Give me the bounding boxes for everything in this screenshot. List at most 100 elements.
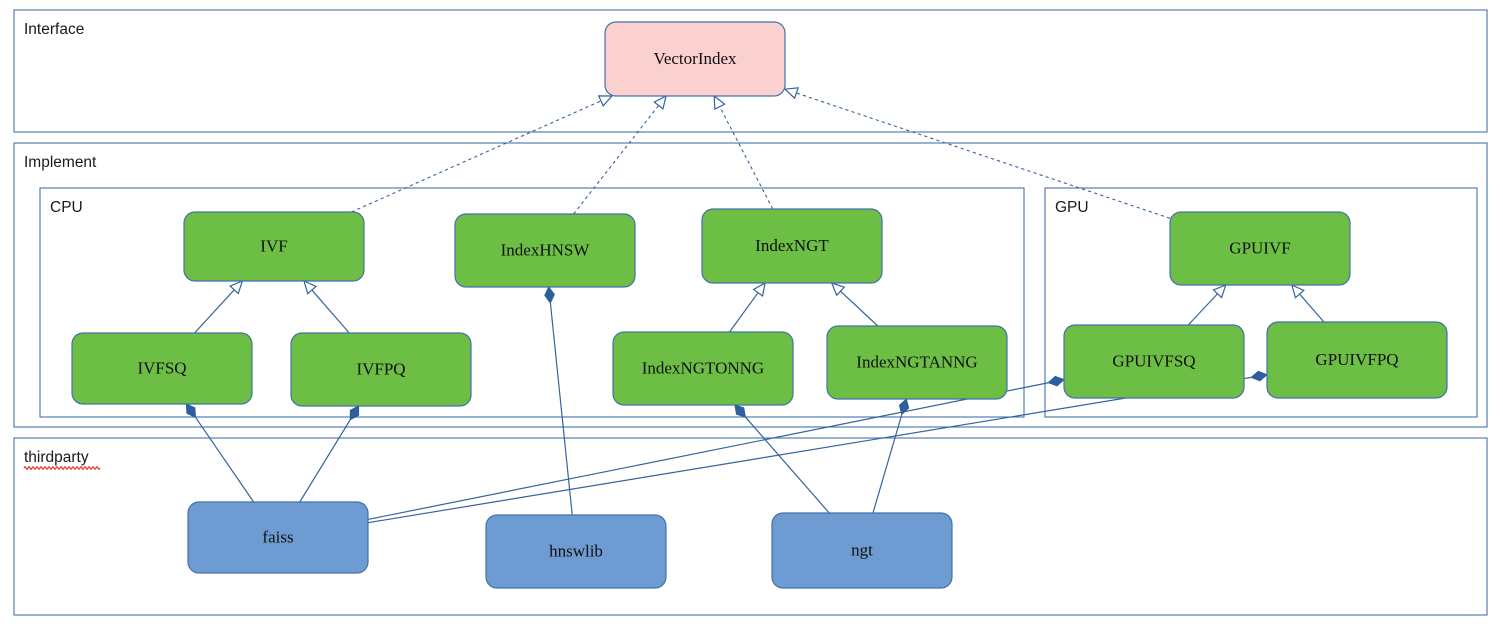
node-box-ngt[interactable] xyxy=(771,512,953,589)
edge-ngt-to-indexngtanng xyxy=(872,398,910,514)
hollow-triangle-arrowhead xyxy=(1290,283,1305,299)
node-label-ivf: IVF xyxy=(260,236,287,255)
edge-faiss-to-gpuivfpq xyxy=(367,370,1268,524)
node-label-indexhnsw: IndexHNSW xyxy=(501,240,591,259)
node-label-ngt: ngt xyxy=(851,540,873,559)
node-label-indexngt: IndexNGT xyxy=(755,236,829,255)
node-box-faiss[interactable] xyxy=(187,501,369,574)
node-gpuivfsq[interactable]: GPUIVFSQ xyxy=(1063,324,1245,399)
frame-label-interface: Interface xyxy=(24,21,84,38)
edge-line xyxy=(194,416,255,503)
node-ivfsq[interactable]: IVFSQ xyxy=(71,332,253,405)
node-box-ivfpq[interactable] xyxy=(290,332,472,407)
edges-layer xyxy=(185,87,1325,524)
node-box-hnswlib[interactable] xyxy=(485,514,667,589)
node-gpuivf[interactable]: GPUIVF xyxy=(1169,211,1351,286)
node-ivf[interactable]: IVF xyxy=(183,211,365,282)
frame-label-thirdparty: thirdparty xyxy=(24,449,89,466)
filled-diamond-marker xyxy=(898,398,910,416)
filled-diamond-marker xyxy=(185,403,196,418)
filled-diamond-marker xyxy=(544,286,555,304)
hollow-triangle-arrowhead xyxy=(783,87,799,100)
edge-line xyxy=(299,419,351,503)
edge-line xyxy=(311,289,350,334)
edge-indexhnsw-to-vectorindex xyxy=(573,94,667,215)
node-label-faiss: faiss xyxy=(262,527,293,546)
hollow-triangle-arrowhead xyxy=(597,95,614,108)
node-indexhnsw[interactable]: IndexHNSW xyxy=(454,213,636,288)
edge-faiss-to-ivfsq xyxy=(185,403,255,503)
node-box-ivf[interactable] xyxy=(183,211,365,282)
node-vectorindex[interactable]: VectorIndex xyxy=(604,21,786,97)
hollow-triangle-arrowhead xyxy=(752,281,766,297)
edge-line xyxy=(549,302,573,516)
edge-ivfpq-to-ivf xyxy=(303,279,350,334)
edge-ngt-to-indexngtonng xyxy=(734,404,830,514)
hollow-triangle-arrowhead xyxy=(713,94,726,111)
frame-label-gpu: GPU xyxy=(1055,199,1089,216)
node-label-vectorindex: VectorIndex xyxy=(653,49,737,68)
filled-diamond-marker xyxy=(1047,375,1065,387)
node-label-indexngtanng: IndexNGTANNG xyxy=(856,352,977,371)
edge-line xyxy=(367,376,1252,524)
filled-diamond-marker xyxy=(734,404,747,418)
node-box-indexngtanng[interactable] xyxy=(826,325,1008,400)
node-gpuivfpq[interactable]: GPUIVFPQ xyxy=(1266,321,1448,399)
edge-line xyxy=(796,92,1171,219)
node-box-gpuivfsq[interactable] xyxy=(1063,324,1245,399)
node-box-gpuivfpq[interactable] xyxy=(1266,321,1448,399)
edge-line xyxy=(1187,293,1218,326)
edge-faiss-to-gpuivfsq xyxy=(367,375,1065,521)
node-hnswlib[interactable]: hnswlib xyxy=(485,514,667,589)
edge-line xyxy=(367,382,1049,521)
frame-label-implement: Implement xyxy=(24,154,97,171)
node-label-gpuivfpq: GPUIVFPQ xyxy=(1315,350,1398,369)
edge-gpuivfpq-to-gpuivf xyxy=(1290,283,1325,323)
edge-line xyxy=(744,416,830,514)
edge-ivf-to-vectorindex xyxy=(351,95,614,213)
edge-line xyxy=(194,289,235,334)
edge-indexngtanng-to-indexngt xyxy=(830,282,879,327)
hollow-triangle-arrowhead xyxy=(229,279,244,295)
edge-ivfsq-to-ivf xyxy=(194,279,244,334)
node-indexngtonng[interactable]: IndexNGTONNG xyxy=(612,331,794,406)
node-label-gpuivf: GPUIVF xyxy=(1229,238,1290,257)
edge-hnswlib-to-indexhnsw xyxy=(544,286,573,516)
node-box-vectorindex[interactable] xyxy=(604,21,786,97)
node-label-ivfpq: IVFPQ xyxy=(356,359,405,378)
edge-faiss-to-ivfpq xyxy=(299,405,360,503)
hollow-triangle-arrowhead xyxy=(303,279,318,295)
edge-indexngt-to-vectorindex xyxy=(713,94,774,210)
edge-gpuivfsq-to-gpuivf xyxy=(1187,283,1227,326)
edge-line xyxy=(719,106,774,210)
spellcheck-underline-thirdparty xyxy=(23,466,101,470)
edge-line xyxy=(351,100,602,213)
node-box-ivfsq[interactable] xyxy=(71,332,253,405)
hollow-triangle-arrowhead xyxy=(830,282,846,297)
filled-diamond-marker xyxy=(349,405,360,421)
edge-line xyxy=(729,292,759,333)
node-label-gpuivfsq: GPUIVFSQ xyxy=(1112,351,1195,370)
node-indexngtanng[interactable]: IndexNGTANNG xyxy=(826,325,1008,400)
hollow-triangle-arrowhead xyxy=(653,94,667,110)
node-box-indexngt[interactable] xyxy=(701,208,883,284)
edge-line xyxy=(1299,293,1325,323)
edge-line xyxy=(840,290,879,327)
node-faiss[interactable]: faiss xyxy=(187,501,369,574)
filled-diamond-marker xyxy=(1250,370,1268,382)
node-ngt[interactable]: ngt xyxy=(771,512,953,589)
edge-line xyxy=(872,414,903,514)
node-label-ivfsq: IVFSQ xyxy=(137,358,186,377)
hollow-triangle-arrowhead xyxy=(1212,283,1227,299)
node-box-indexhnsw[interactable] xyxy=(454,213,636,288)
node-ivfpq[interactable]: IVFPQ xyxy=(290,332,472,407)
edge-gpuivf-to-vectorindex xyxy=(783,87,1171,219)
node-indexngt[interactable]: IndexNGT xyxy=(701,208,883,284)
frame-label-cpu: CPU xyxy=(50,199,83,216)
edge-indexngtonng-to-indexngt xyxy=(729,281,766,333)
node-label-indexngtonng: IndexNGTONNG xyxy=(642,358,764,377)
node-box-gpuivf[interactable] xyxy=(1169,211,1351,286)
node-box-indexngtonng[interactable] xyxy=(612,331,794,406)
